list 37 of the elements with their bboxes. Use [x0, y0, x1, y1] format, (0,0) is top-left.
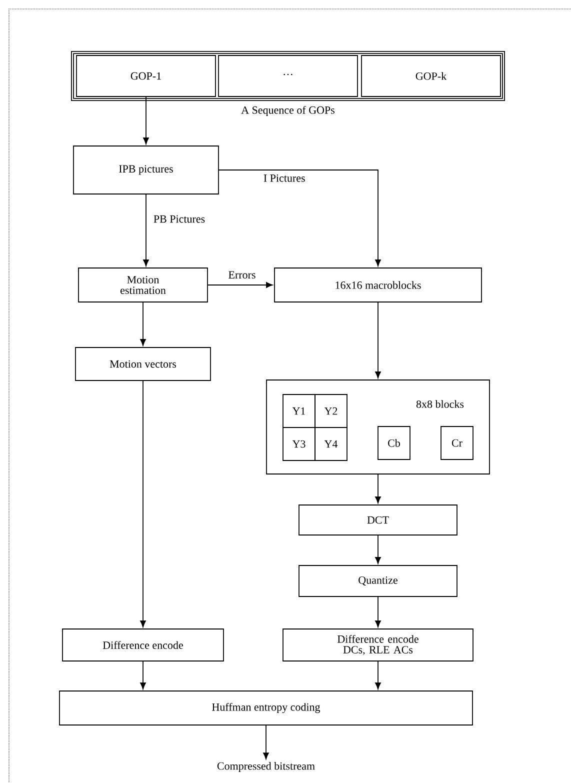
- arrow: [375, 302, 381, 378]
- arrow: [375, 474, 381, 504]
- arrow: [140, 380, 146, 628]
- arrow: [140, 661, 146, 690]
- process-box: Motion vectors: [75, 347, 211, 381]
- block-cell: Cb: [378, 426, 410, 460]
- arrow: [143, 96, 149, 144]
- arrow: [208, 282, 273, 288]
- process-box: 16x16 macroblocks: [274, 268, 482, 302]
- block-cell: Y1: [282, 394, 316, 428]
- edge-label: Errors: [227, 270, 257, 280]
- block-cell: Y2: [314, 394, 348, 428]
- group-heading: 8x8 blocks: [416, 400, 464, 408]
- process-box: Motion estimation: [78, 268, 208, 302]
- gop-box: ···: [218, 55, 358, 97]
- arrow: [143, 194, 149, 266]
- arrow: [375, 596, 381, 628]
- process-box: Huffman entropy coding: [59, 690, 473, 726]
- arrow: [218, 170, 381, 266]
- process-box: IPB pictures: [73, 146, 219, 194]
- edge-label: I Pictures: [262, 173, 306, 183]
- gop-box: GOP-1: [76, 55, 216, 97]
- edge-label: PB Pictures: [152, 214, 206, 224]
- block-cell: Y3: [282, 427, 316, 461]
- arrow: [140, 302, 146, 346]
- process-box: DCT: [298, 504, 458, 536]
- arrow: [263, 725, 269, 760]
- gop-box: GOP-k: [361, 55, 501, 97]
- block-cell: Y4: [314, 427, 348, 461]
- process-box: Difference encode DCs, RLE ACs: [282, 628, 474, 662]
- arrow: [375, 535, 381, 564]
- process-box: Difference encode: [62, 628, 224, 662]
- output-text: Compressed bitstream: [217, 762, 315, 772]
- arrow: [375, 661, 381, 690]
- process-box: Quantize: [298, 565, 458, 597]
- block-cell: Cr: [440, 426, 474, 460]
- box-caption: A Sequence of GOPs: [241, 106, 334, 116]
